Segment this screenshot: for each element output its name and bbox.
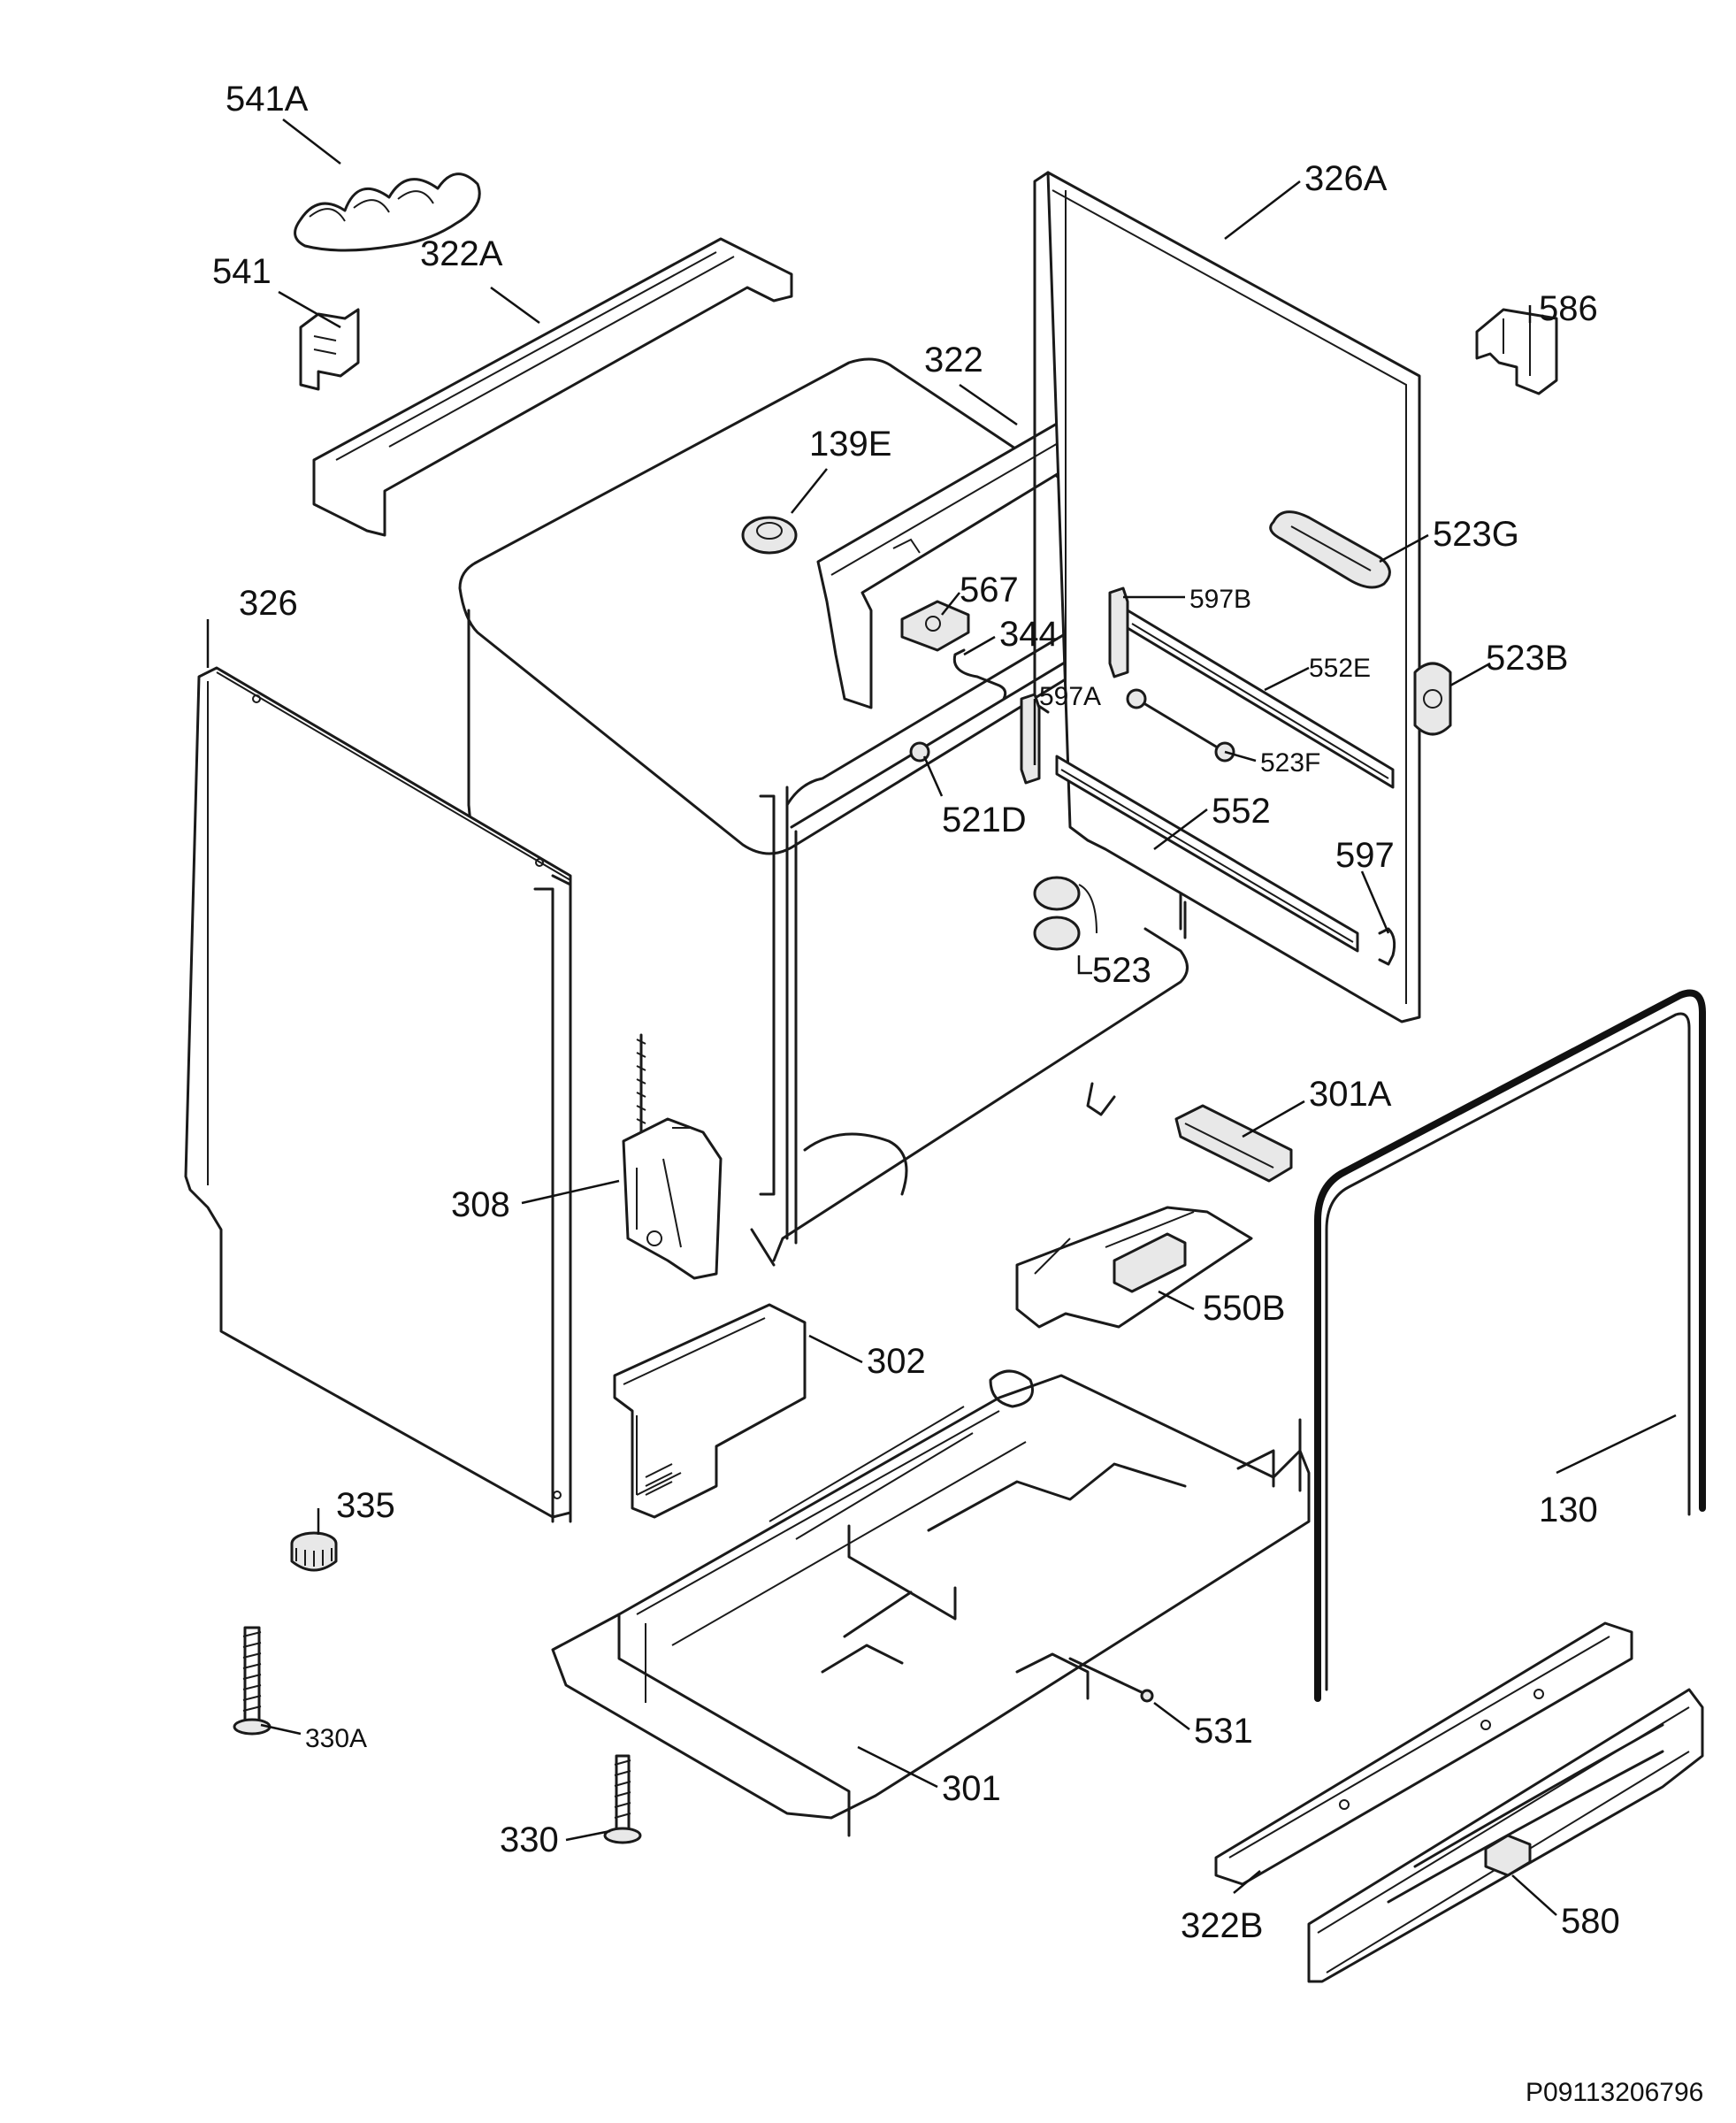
label-335: 335 [336, 1486, 395, 1525]
part-308-hinge [622, 1033, 723, 1280]
part-552-bar [1055, 755, 1359, 953]
label-322A: 322A [420, 234, 503, 273]
leader-lines [206, 119, 1677, 1916]
label-322: 322 [924, 341, 983, 379]
part-322A-rail [312, 237, 793, 537]
label-531: 531 [1194, 1712, 1253, 1751]
part-322B-rail [1214, 1621, 1633, 1886]
label-567: 567 [960, 571, 1019, 609]
label-330: 330 [500, 1820, 559, 1859]
label-552: 552 [1212, 792, 1271, 831]
label-586: 586 [1539, 289, 1598, 328]
part-335-gear [290, 1531, 338, 1572]
label-139E: 139E [809, 425, 891, 464]
label-597A: 597A [1039, 682, 1101, 711]
label-541A: 541A [226, 80, 309, 119]
label-330A: 330A [305, 1724, 367, 1753]
label-302: 302 [867, 1342, 926, 1381]
part-330A-screw [233, 1626, 271, 1736]
label-523: 523 [1092, 951, 1151, 990]
label-301: 301 [942, 1769, 1001, 1808]
part-597A-pin [1020, 693, 1041, 785]
label-523B: 523B [1486, 639, 1568, 678]
label-552E: 552E [1309, 654, 1371, 683]
part-302-housing [613, 1303, 807, 1519]
part-597-hook [1378, 927, 1396, 966]
label-597: 597 [1335, 836, 1395, 875]
label-308: 308 [451, 1185, 510, 1224]
part-541A-clips [294, 172, 481, 252]
label-326A: 326A [1304, 159, 1388, 198]
part-597B-pin [1108, 586, 1129, 678]
part-326-panel [184, 666, 572, 1523]
part-552E-bar [1126, 609, 1395, 789]
diagram-reference-code: P09113206796 [1526, 2078, 1703, 2107]
part-330-screw [603, 1754, 642, 1844]
label-523F: 523F [1260, 748, 1320, 778]
part-523G-gasket [1269, 510, 1391, 589]
label-130: 130 [1539, 1491, 1598, 1529]
label-597B: 597B [1189, 585, 1251, 614]
label-580: 580 [1561, 1902, 1620, 1941]
label-301A: 301A [1309, 1075, 1392, 1114]
label-322B: 322B [1181, 1906, 1263, 1945]
label-550B: 550B [1203, 1289, 1285, 1328]
part-523B-grommet [1413, 662, 1452, 736]
part-139E-nut [741, 516, 798, 555]
part-586-bracket [1475, 308, 1558, 395]
part-344-wire [952, 648, 1007, 701]
label-344: 344 [999, 615, 1059, 654]
label-523G: 523G [1433, 515, 1519, 554]
part-130-seal [1314, 989, 1706, 1702]
label-541: 541 [212, 252, 271, 291]
label-326: 326 [239, 584, 298, 623]
part-550B-module [1015, 1206, 1253, 1329]
part-541-bracket [299, 308, 360, 391]
part-301-base [551, 1369, 1311, 1837]
part-567-clip [900, 600, 970, 652]
part-523-grommet [1033, 876, 1097, 951]
part-301A-handle [1174, 1104, 1293, 1183]
part-531-pin [1068, 1657, 1154, 1703]
label-521D: 521D [942, 801, 1027, 839]
part-580-plinth [1307, 1688, 1704, 1983]
